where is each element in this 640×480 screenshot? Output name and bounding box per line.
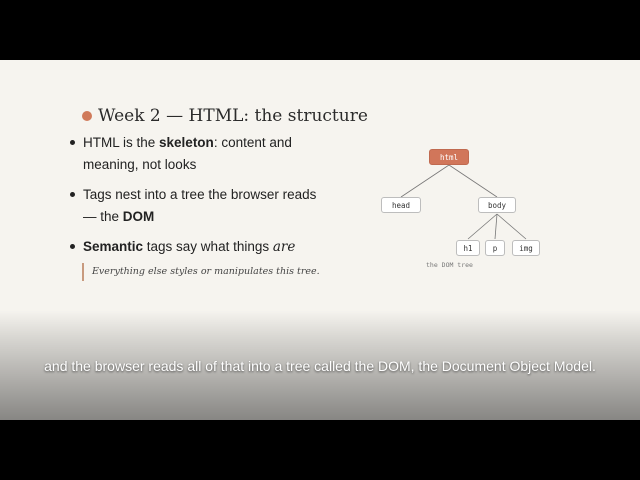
- bullet-item: Tags nest into a tree the browser reads …: [68, 184, 328, 228]
- bullet-item: HTML is the skeleton: content and meanin…: [68, 132, 328, 176]
- edge-body-img: [496, 213, 527, 240]
- bullet-italic: are: [272, 239, 296, 255]
- edge-body-h1: [467, 213, 498, 240]
- tree-edges: [400, 164, 527, 240]
- node-p: p: [485, 240, 505, 256]
- node-head: head: [381, 197, 421, 213]
- slide-title-row: Week 2 — HTML: the structure: [82, 106, 368, 126]
- node-html: html: [429, 149, 469, 165]
- video-subtitle: and the browser reads all of that into a…: [44, 358, 596, 374]
- bullet-dot-icon: [82, 111, 92, 121]
- bullet-emphasis: skeleton: [159, 135, 214, 150]
- bullet-list: HTML is the skeleton: content and meanin…: [68, 132, 328, 266]
- bullet-text: HTML is the: [83, 135, 160, 150]
- node-img: img: [512, 240, 540, 256]
- dom-tree-diagram: html head body h1 p img the DOM tree: [370, 140, 570, 280]
- bullet-emphasis: DOM: [122, 209, 155, 224]
- node-body: body: [478, 197, 516, 213]
- edge-html-body: [448, 164, 498, 198]
- bullet-text: Tags nest into a tree the browser reads …: [83, 187, 317, 224]
- caption-shade: [0, 310, 640, 420]
- edge-body-p: [494, 213, 498, 240]
- bullet-item: Semantic tags say what things are: [68, 236, 328, 258]
- bullet-text: : content and meaning, not looks: [83, 135, 292, 172]
- bullet-emphasis: Semantic: [83, 239, 144, 254]
- tree-caption: the DOM tree: [426, 261, 473, 269]
- slide-quote: Everything else styles or manipulates th…: [82, 263, 320, 281]
- bullet-text: tags say what things: [143, 239, 273, 254]
- video-frame[interactable]: Week 2 — HTML: the structure HTML is the…: [0, 60, 640, 420]
- slide-title: Week 2 — HTML: the structure: [98, 106, 368, 126]
- node-h1: h1: [456, 240, 480, 256]
- edge-html-head: [400, 164, 450, 198]
